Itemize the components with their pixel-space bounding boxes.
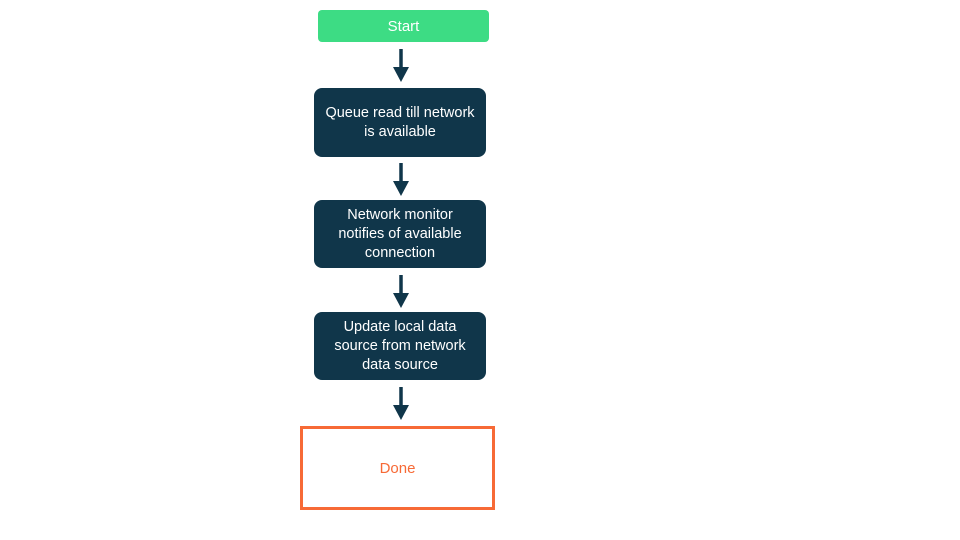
flow-node-network-monitor: Network monitor notifies of available co… bbox=[314, 200, 486, 268]
flow-node-update-local-source-label: Update local data source from network da… bbox=[334, 318, 466, 373]
flow-arrow-down-icon bbox=[392, 163, 410, 196]
flow-node-done-label: Done bbox=[379, 459, 416, 477]
flow-arrow-down-icon bbox=[392, 387, 410, 420]
flow-node-queue-read: Queue read till network is available bbox=[314, 88, 486, 157]
flow-node-update-local-source: Update local data source from network da… bbox=[314, 312, 486, 380]
flow-node-start-label: Start bbox=[387, 17, 420, 35]
flow-node-start: Start bbox=[318, 10, 489, 42]
flow-node-queue-read-label: Queue read till network is available bbox=[325, 104, 475, 140]
flow-node-network-monitor-label: Network monitor notifies of available co… bbox=[338, 206, 462, 261]
flow-arrow-down-icon bbox=[392, 49, 410, 82]
flow-arrow-down-icon bbox=[392, 275, 410, 308]
flow-node-done: Done bbox=[300, 426, 495, 510]
